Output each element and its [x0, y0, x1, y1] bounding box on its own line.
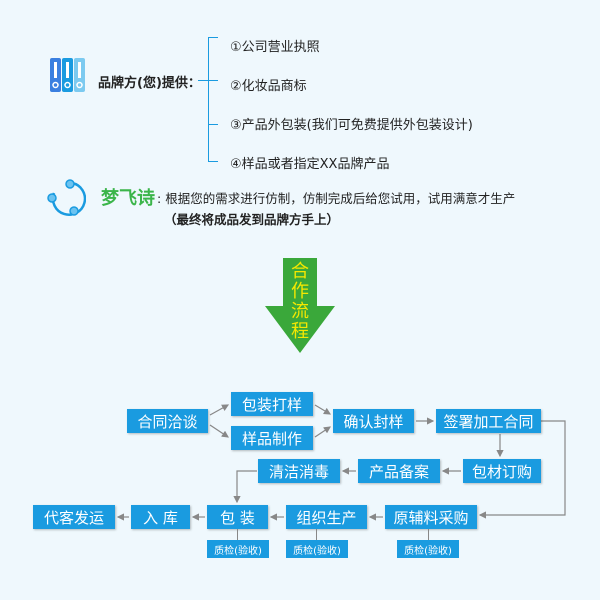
brand-item: ②化妆品商标 [230, 79, 307, 94]
brand-item: ③产品外包装(我们可免费提供外包装设计) [230, 118, 473, 133]
brand-label-text: 品牌方(您)提供 [98, 76, 188, 91]
step-sign-contract: 签署加工合同 [436, 409, 541, 433]
binders-icon [50, 58, 86, 92]
down-arrow [265, 258, 335, 353]
step-sample-making: 样品制作 [231, 426, 313, 450]
arrow-label: 合 作 流 程 [288, 262, 312, 342]
qc-packing: 质检(验收) [207, 540, 269, 558]
arrow-label-char: 程 [291, 321, 309, 342]
brand-label: 品牌方(您)提供： [98, 72, 201, 91]
company-description-text: 根据您的需求进行仿制，仿制完成后给您试用，试用满意才生产 [165, 191, 516, 206]
bracket-tick [208, 124, 218, 125]
step-production: 组织生产 [286, 505, 367, 529]
qc-connector [316, 529, 317, 540]
brand-item: ①公司营业执照 [230, 40, 320, 55]
arrow-label-char: 流 [291, 301, 309, 322]
step-product-filing: 产品备案 [358, 459, 440, 483]
company-colon: : [157, 191, 162, 206]
arrow-label-char: 合 [291, 261, 309, 282]
step-confirm-sample: 确认封样 [333, 409, 414, 433]
qc-raw-purchase: 质检(验收) [397, 540, 459, 558]
bracket-tick [208, 161, 218, 162]
company-note: （最终将成品发到品牌方手上） [164, 212, 340, 227]
step-raw-purchase: 原辅料采购 [385, 505, 477, 529]
bracket-tick [208, 37, 218, 38]
company-name: 梦飞诗 [101, 188, 155, 209]
qc-production: 质检(验收) [286, 540, 348, 558]
step-warehouse: 入 库 [131, 505, 190, 529]
step-shipping: 代客发运 [33, 505, 115, 529]
step-contract-talk: 合同洽谈 [127, 409, 208, 433]
brand-item: ④样品或者指定XX品牌产品 [230, 157, 390, 172]
qc-connector [428, 529, 429, 540]
brand-colon: ： [187, 76, 201, 91]
company-description: : 根据您的需求进行仿制，仿制完成后给您试用，试用满意才生产 [157, 188, 515, 207]
qc-connector [237, 529, 238, 540]
step-package-proof: 包装打样 [231, 392, 313, 416]
step-packing: 包 装 [207, 505, 268, 529]
arrow-label-char: 作 [291, 281, 309, 302]
step-package-purchase: 包材订购 [463, 459, 541, 483]
bracket-tick [198, 80, 218, 81]
bracket [208, 37, 209, 161]
step-cleaning: 清洁消毒 [258, 459, 340, 483]
share-network-icon [46, 178, 87, 218]
